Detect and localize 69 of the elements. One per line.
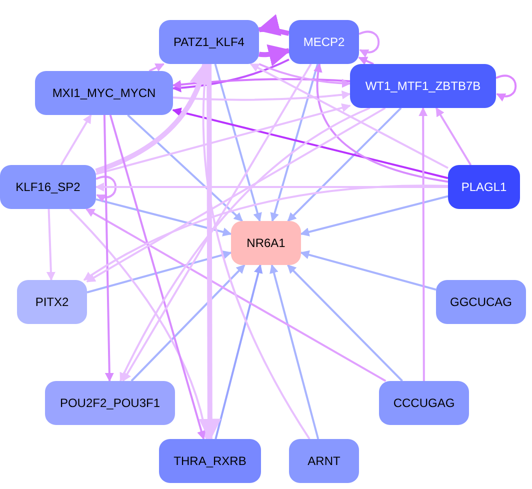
arrow: [60, 114, 92, 166]
arrow: [119, 107, 370, 382]
arrow: [103, 114, 114, 382]
arrow: [86, 250, 232, 294]
node-box: [17, 280, 87, 324]
arrow: [172, 90, 351, 101]
node-label: MXI1_MYC_MYCN: [52, 86, 156, 100]
arrow: [250, 63, 448, 169]
arrow: [109, 114, 206, 440]
node-box: [436, 280, 526, 324]
arrow: [95, 62, 211, 174]
arrow: [358, 56, 374, 65]
node-box: [35, 71, 173, 115]
node-box: [379, 381, 469, 425]
node-label: PATZ1_KLF4: [174, 35, 244, 49]
node-label: MECP2: [303, 35, 345, 49]
arrow: [300, 250, 436, 291]
arrow: [201, 63, 310, 440]
arrow: [258, 44, 292, 66]
node-box: [159, 20, 259, 64]
arrow: [287, 107, 402, 222]
node-label: KLF16_SP2: [16, 180, 80, 194]
arrow: [300, 195, 448, 236]
arrow: [496, 74, 517, 101]
arrow: [270, 264, 320, 440]
arrow: [96, 103, 351, 176]
node-label: WT1_MTF1_ZBTB7B: [365, 79, 481, 93]
node-label: ARNT: [308, 454, 340, 468]
arrow: [198, 64, 222, 442]
node-box: [289, 20, 359, 64]
arrow: [86, 208, 386, 382]
arrow: [69, 208, 210, 440]
arrow: [83, 184, 448, 281]
arrow: [122, 63, 312, 382]
arrow: [214, 64, 262, 222]
node-label: POU2F2_POU3F1: [60, 396, 160, 410]
arrow: [435, 107, 472, 166]
node-label: NR6A1: [246, 236, 286, 250]
arrow: [258, 63, 351, 88]
arrow: [314, 63, 448, 183]
node-box: [350, 64, 496, 108]
node-label: THRA_RXRB: [174, 454, 246, 468]
arrow: [96, 176, 117, 202]
arrow: [46, 208, 56, 281]
arrow: [95, 182, 448, 192]
arrow: [418, 107, 428, 381]
arrow: [358, 30, 380, 57]
node-label: GGCUCAG: [450, 295, 512, 309]
node-box: [45, 381, 175, 425]
arrow: [130, 264, 246, 382]
arrow: [287, 264, 403, 382]
arrow: [172, 108, 448, 180]
arrow: [270, 64, 319, 222]
arrow: [172, 58, 290, 92]
node-label: PLAGL1: [461, 180, 507, 194]
arrow: [127, 114, 243, 222]
node-box: [448, 165, 520, 209]
node-label: PITX2: [35, 295, 69, 309]
node-box: [159, 439, 261, 483]
arrow: [256, 15, 290, 38]
arrow: [96, 198, 232, 236]
arrow: [214, 264, 263, 440]
node-box: [231, 221, 301, 265]
node-box: [289, 439, 359, 483]
arrow: [148, 63, 165, 72]
arrow: [86, 107, 386, 282]
node-box: [0, 165, 96, 209]
arrow: [172, 78, 350, 90]
node-label: CCCUGAG: [393, 396, 455, 410]
